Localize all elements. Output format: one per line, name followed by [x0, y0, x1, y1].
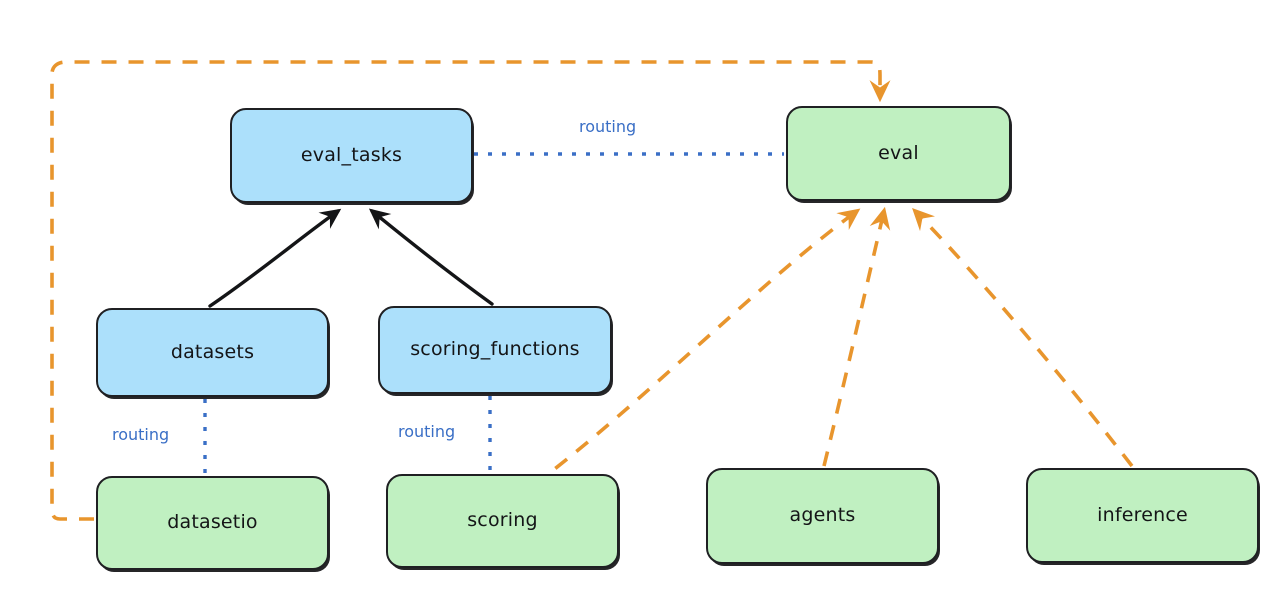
- node-label-datasetio: datasetio: [167, 511, 258, 534]
- node-scoring[interactable]: scoring: [386, 474, 619, 568]
- node-label-eval: eval: [878, 141, 919, 164]
- node-datasets[interactable]: datasets: [96, 308, 329, 397]
- node-label-inference: inference: [1097, 503, 1188, 526]
- node-label-eval-tasks: eval_tasks: [300, 143, 403, 166]
- node-label-datasets: datasets: [170, 340, 255, 363]
- node-eval[interactable]: eval: [786, 106, 1011, 201]
- edge-scoring-functions-to-eval-tasks: [368, 208, 494, 306]
- node-label-scoring-functions: scoring_functions: [410, 338, 580, 361]
- node-agents[interactable]: agents: [706, 468, 939, 564]
- node-label-scoring: scoring: [467, 509, 538, 532]
- edge-label-routing-eval-tasks-eval: routing: [579, 117, 637, 136]
- node-label-agents: agents: [789, 504, 856, 527]
- edge-label-routing-scoring-functions-scoring: routing: [398, 422, 456, 441]
- edge-label-routing-datasets-datasetio: routing: [112, 425, 170, 444]
- node-inference[interactable]: inference: [1026, 468, 1259, 563]
- edge-agents-to-eval: [822, 206, 891, 467]
- edge-datasets-to-eval-tasks: [208, 208, 342, 308]
- node-datasetio[interactable]: datasetio: [96, 476, 329, 570]
- node-scoring-functions[interactable]: scoring_functions: [378, 306, 612, 394]
- edge-inference-to-eval: [912, 208, 1134, 468]
- node-eval-tasks[interactable]: eval_tasks: [230, 108, 473, 203]
